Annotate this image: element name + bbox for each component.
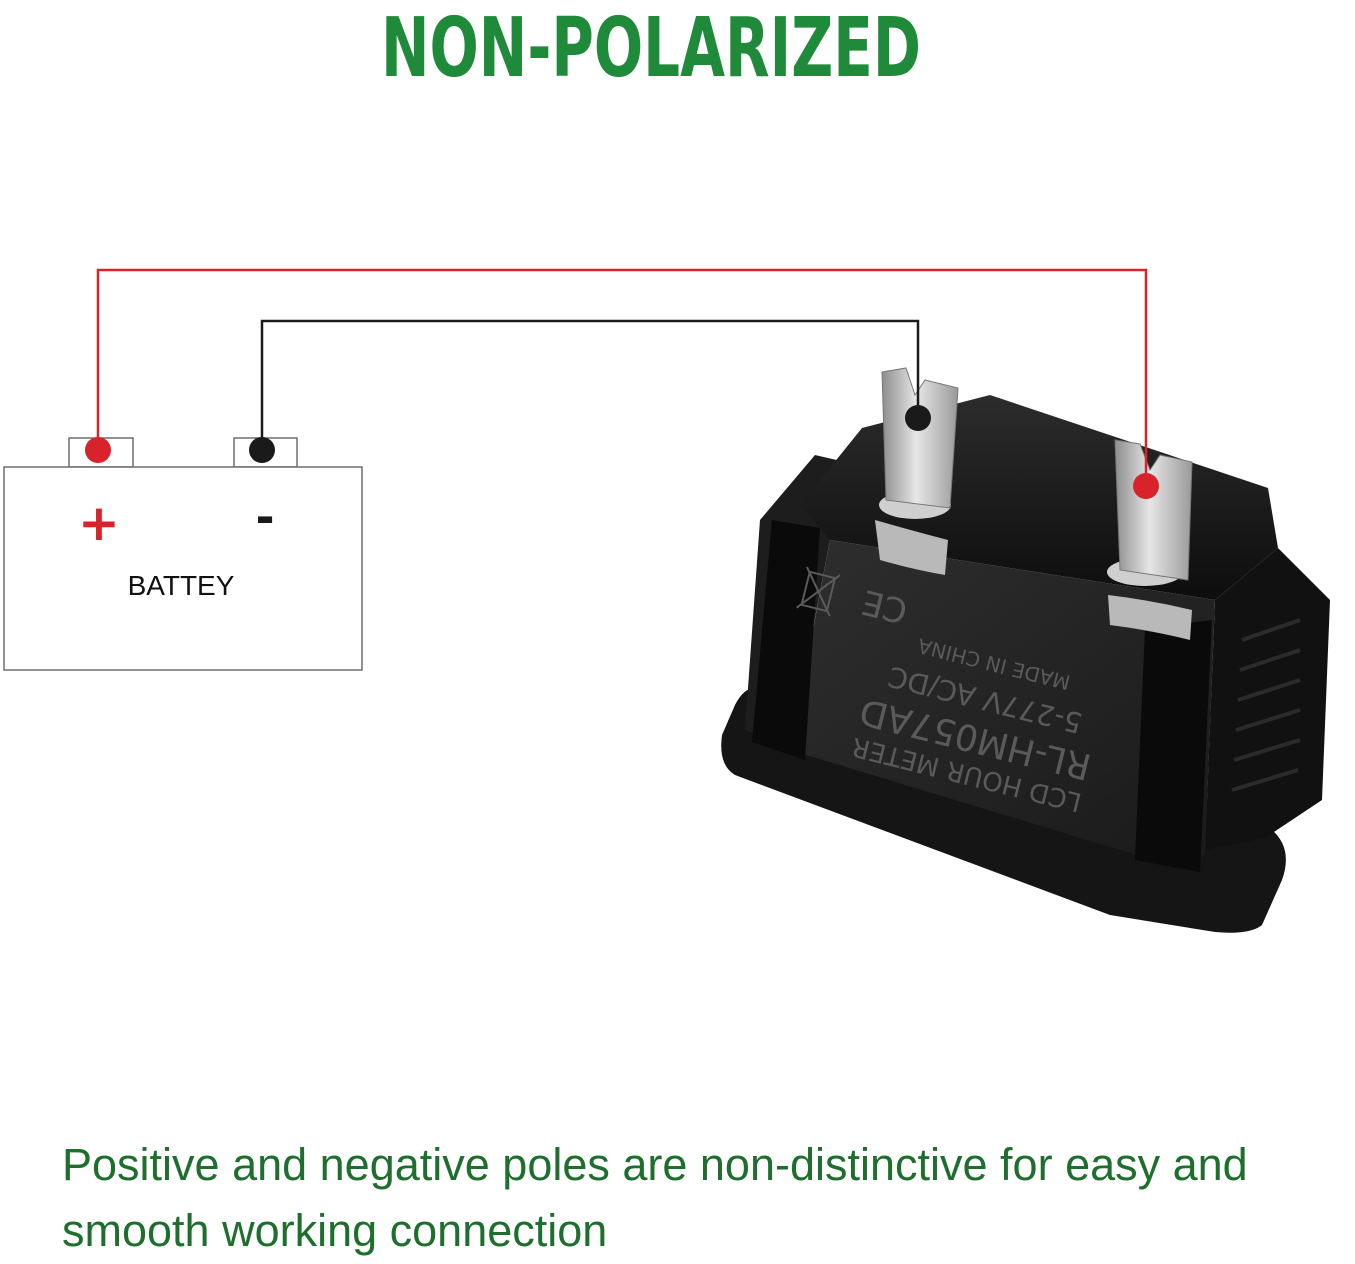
page-title: NON-POLARIZED bbox=[381, 1, 921, 96]
meter-clip-right bbox=[1135, 620, 1212, 872]
wires bbox=[96, 268, 1148, 486]
hour-meter: LCD HOUR METER RL-HM057AD 5-277V AC/DC M… bbox=[721, 367, 1330, 933]
battery-negative-connection-dot bbox=[249, 437, 275, 463]
battery-body bbox=[3, 466, 363, 671]
meter-positive-connection-dot bbox=[1133, 473, 1159, 499]
negative-wire bbox=[260, 319, 920, 450]
meter-terminal-positive bbox=[1107, 439, 1193, 640]
battery: + - BATTEY bbox=[3, 437, 363, 671]
meter-terminal-negative bbox=[875, 367, 959, 575]
weee-bin-icon bbox=[796, 566, 841, 617]
meter-clip-left bbox=[752, 520, 820, 760]
meter-vent-ribs bbox=[1231, 618, 1301, 792]
positive-wire bbox=[96, 268, 1148, 486]
meter-negative-connection-dot bbox=[905, 405, 931, 431]
battery-negative-symbol: - bbox=[255, 490, 274, 544]
meter-side-right bbox=[1205, 548, 1330, 850]
meter-front-face bbox=[790, 540, 1215, 865]
battery-positive-symbol: + bbox=[78, 494, 120, 552]
battery-positive-connection-dot bbox=[85, 437, 111, 463]
battery-label: BATTEY bbox=[128, 570, 235, 601]
caption-text: Positive and negative poles are non-dist… bbox=[62, 1139, 1248, 1256]
